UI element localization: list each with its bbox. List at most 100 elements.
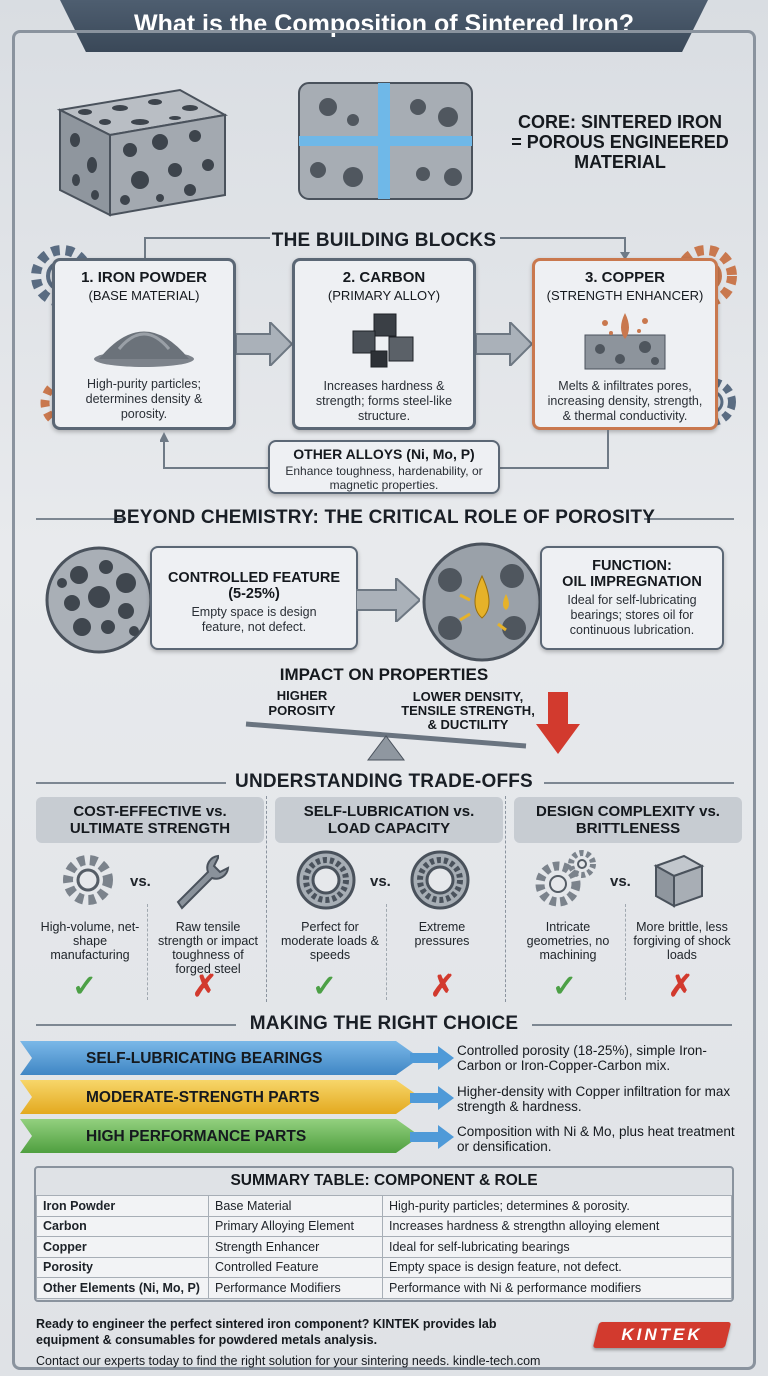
divider bbox=[644, 518, 734, 520]
kintek-logo-text: KINTEK bbox=[621, 1325, 703, 1344]
card-description: High-purity particles; determines densit… bbox=[85, 377, 203, 421]
arrow-icon bbox=[410, 1046, 454, 1070]
higher-porosity-label: HIGHER POROSITY bbox=[268, 688, 336, 718]
tradeoff-pro-text: Intricate geometries, no machining bbox=[526, 920, 610, 962]
arrow-icon bbox=[410, 1125, 454, 1149]
table-cell: Iron Powder bbox=[36, 1195, 209, 1217]
cross-icon: ✗ bbox=[192, 970, 218, 1003]
card-title: 2. CARBON bbox=[342, 269, 426, 286]
choice-label: SELF-LUBRICATING BEARINGS bbox=[86, 1050, 323, 1067]
tradeoff-con-text: Extreme pressures bbox=[414, 920, 470, 948]
table-cell: Primary Alloying Element bbox=[208, 1215, 383, 1237]
kintek-logo[interactable]: KINTEK bbox=[592, 1322, 732, 1348]
card-title: OIL IMPREGNATION bbox=[562, 574, 702, 590]
divider bbox=[36, 1024, 236, 1026]
vs-label: vs. bbox=[370, 873, 391, 890]
core-line-2: = POROUS ENGINEERED bbox=[511, 132, 729, 152]
table-cell: Carbon bbox=[36, 1215, 209, 1237]
gears-icon bbox=[535, 850, 596, 907]
card-description: Ideal for self-lubricating bearings; sto… bbox=[567, 593, 697, 637]
core-line-1: CORE: SINTERED IRON bbox=[517, 112, 722, 132]
card-description: Increases hardness & strength; forms ste… bbox=[315, 379, 453, 423]
powder-pile-icon bbox=[94, 331, 194, 367]
building-blocks-header: THE BUILDING BLOCKS bbox=[271, 230, 497, 251]
flow-connector bbox=[160, 430, 609, 469]
column-divider bbox=[386, 904, 387, 1000]
column-divider bbox=[266, 796, 267, 1002]
page-title: What is the Composition of Sintered Iron… bbox=[134, 10, 634, 38]
table-cell: Increases hardness & strengthn alloying … bbox=[382, 1215, 732, 1237]
table-cell: Performance with Ni & performance modifi… bbox=[382, 1277, 732, 1299]
wrench-icon bbox=[176, 854, 230, 910]
choice-label: MODERATE-STRENGTH PARTS bbox=[86, 1089, 320, 1106]
card-title: FUNCTION: bbox=[592, 558, 672, 574]
controlled-feature-card: CONTROLLED FEATURE (5-25%) Empty space i… bbox=[150, 546, 358, 650]
tradeoff-con-text: More brittle, less forgiving of shock lo… bbox=[633, 920, 731, 962]
summary-header: SUMMARY TABLE: COMPONENT & ROLE bbox=[230, 1172, 538, 1189]
table-cell: Other Elements (Ni, Mo, P) bbox=[36, 1277, 209, 1299]
card-subtitle: (BASE MATERIAL) bbox=[88, 288, 200, 303]
flow-connector bbox=[144, 237, 630, 260]
core-statement: CORE: SINTERED IRON = POROUS ENGINEERED … bbox=[480, 112, 760, 172]
balance-scale-icon bbox=[245, 721, 527, 761]
vs-label: vs. bbox=[610, 873, 631, 890]
card-subtitle: (STRENGTH ENHANCER) bbox=[546, 288, 704, 303]
carbon-cubes-icon bbox=[352, 313, 414, 368]
vs-label: vs. bbox=[130, 873, 151, 890]
tradeoff-title: DESIGN COMPLEXITY vs. bbox=[536, 803, 720, 820]
title-bar: What is the Composition of Sintered Iron… bbox=[0, 0, 768, 52]
table-cell: Ideal for self-lubricating bearings bbox=[382, 1236, 732, 1258]
copper-card: 3. COPPER (STRENGTH ENHANCER) Melts & in… bbox=[532, 258, 718, 430]
porous-cube-illustration bbox=[56, 88, 228, 217]
card-title: OTHER ALLOYS (Ni, Mo, P) bbox=[293, 446, 475, 462]
gear-icon bbox=[63, 855, 113, 905]
card-title: 3. COPPER bbox=[584, 269, 666, 286]
impact-header: IMPACT ON PROPERTIES bbox=[279, 665, 489, 684]
function-card: FUNCTION: OIL IMPREGNATION Ideal for sel… bbox=[540, 546, 724, 650]
table-cell: Porosity bbox=[36, 1256, 209, 1278]
footer-line-2: equipment & consumables for powdered met… bbox=[36, 1333, 378, 1347]
porous-disc-illustration bbox=[45, 546, 153, 654]
other-alloys-card: OTHER ALLOYS (Ni, Mo, P) Enhance toughne… bbox=[268, 440, 500, 494]
table-cell: Performance Modifiers bbox=[208, 1277, 383, 1299]
iron-powder-card: 1. IRON POWDER (BASE MATERIAL) High-puri… bbox=[52, 258, 236, 430]
table-row: Other Elements (Ni, Mo, P)Performance Mo… bbox=[36, 1277, 732, 1299]
microstructure-illustration bbox=[298, 82, 473, 200]
column-divider bbox=[147, 904, 148, 1000]
core-line-3: MATERIAL bbox=[574, 152, 666, 172]
divider bbox=[36, 518, 126, 520]
footer-line-3: Contact our experts today to find the ri… bbox=[36, 1354, 541, 1368]
porosity-header: BEYOND CHEMISTRY: THE CRITICAL ROLE OF P… bbox=[112, 507, 656, 528]
tradeoff-lubrication-header: SELF-LUBRICATION vs. LOAD CAPACITY bbox=[275, 797, 503, 843]
choice-description: Higher-density with Copper infiltration … bbox=[457, 1084, 731, 1114]
card-description: Melts & infiltrates pores, increasing de… bbox=[547, 379, 703, 423]
tradeoff-title: SELF-LUBRICATION vs. bbox=[303, 803, 475, 820]
table-cell: Strength Enhancer bbox=[208, 1236, 383, 1258]
tradeoff-pro-text: High-volume, net-shape manufacturing bbox=[40, 920, 140, 962]
footer-line-1: Ready to engineer the perfect sintered i… bbox=[36, 1317, 497, 1331]
column-divider bbox=[505, 796, 506, 1002]
arrow-icon bbox=[356, 578, 420, 622]
choice-description: Composition with Ni & Mo, plus heat trea… bbox=[457, 1124, 735, 1154]
cross-icon: ✗ bbox=[668, 970, 694, 1003]
tradeoff-design-header: DESIGN COMPLEXITY vs. BRITTLENESS bbox=[514, 797, 742, 843]
arrow-icon bbox=[236, 322, 292, 366]
tradeoff-title: COST-EFFECTIVE vs. bbox=[73, 803, 227, 820]
card-title: CONTROLLED FEATURE bbox=[167, 570, 341, 586]
card-title: 1. IRON POWDER bbox=[81, 269, 207, 286]
column-divider bbox=[625, 904, 626, 1000]
arrow-icon bbox=[410, 1086, 454, 1110]
cross-icon: ✗ bbox=[430, 970, 456, 1003]
tradeoff-title: BRITTLENESS bbox=[575, 820, 681, 837]
title-plate bbox=[60, 0, 708, 52]
card-description: Empty space is design feature, not defec… bbox=[191, 605, 317, 634]
tradeoff-title: ULTIMATE STRENGTH bbox=[69, 820, 231, 837]
choice-label: HIGH PERFORMANCE PARTS bbox=[86, 1128, 307, 1145]
down-arrow-icon bbox=[536, 692, 580, 754]
copper-infiltration-icon bbox=[584, 313, 666, 370]
card-description: Enhance toughness, hardenability, or mag… bbox=[285, 464, 483, 493]
